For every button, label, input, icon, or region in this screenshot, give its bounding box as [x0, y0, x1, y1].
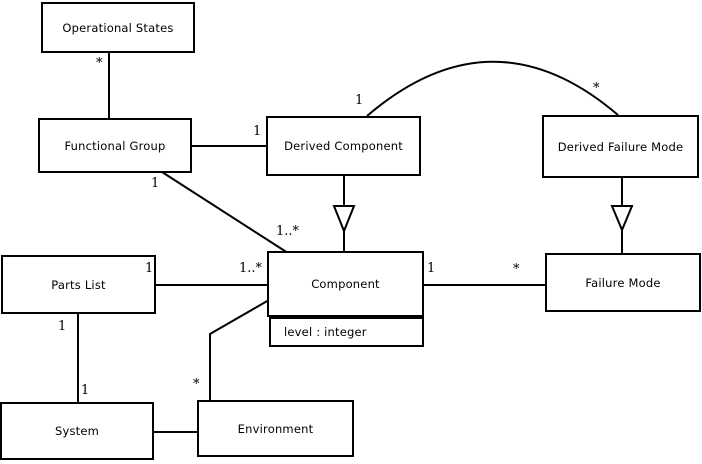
class-box-failure-mode: Failure Mode [545, 253, 701, 312]
edge-environment-component [209, 299, 270, 400]
multiplicity-label: 1 [151, 176, 160, 191]
generalization-triangle-icon [332, 205, 356, 234]
class-attribute-compartment-component: level : integer [269, 317, 424, 347]
class-box-parts-list: Parts List [1, 255, 156, 314]
edge-functional-group-component [161, 171, 289, 254]
class-label-parts-list: Parts List [51, 277, 106, 292]
multiplicity-label: 1..* [276, 224, 300, 239]
multiplicity-label: 1 [81, 383, 90, 398]
multiplicity-label: 1 [427, 261, 436, 276]
class-box-functional-group: Functional Group [38, 118, 192, 173]
multiplicity-label: * [96, 56, 103, 71]
multiplicity-label: 1..* [239, 261, 263, 276]
class-label-operational-states: Operational States [62, 20, 174, 35]
multiplicity-label: 1 [145, 261, 154, 276]
multiplicity-label: 1 [253, 124, 262, 139]
edge-arc-derived-component-derived-failure-mode [366, 60, 619, 117]
multiplicity-label: 1 [58, 319, 67, 334]
class-label-functional-group: Functional Group [64, 138, 166, 153]
class-label-failure-mode: Failure Mode [585, 275, 661, 290]
multiplicity-label: * [593, 81, 600, 96]
attribute-label-level: level : integer [284, 325, 367, 339]
class-label-derived-component: Derived Component [284, 139, 403, 153]
multiplicity-label: * [193, 377, 200, 392]
class-label-derived-failure-mode: Derived Failure Mode [557, 139, 684, 154]
class-box-operational-states: Operational States [41, 2, 195, 53]
class-label-environment: Environment [237, 421, 314, 436]
multiplicity-label: 1 [355, 93, 364, 108]
class-box-derived-failure-mode: Derived Failure Mode [542, 115, 699, 178]
class-label-system: System [54, 424, 100, 438]
class-box-system: System [0, 402, 154, 460]
generalization-triangle-icon [610, 205, 634, 233]
class-box-component: Component [267, 251, 424, 317]
multiplicity-label: * [513, 262, 520, 277]
class-box-derived-component: Derived Component [266, 116, 421, 176]
class-box-environment: Environment [197, 400, 354, 457]
class-label-component: Component [311, 277, 380, 291]
